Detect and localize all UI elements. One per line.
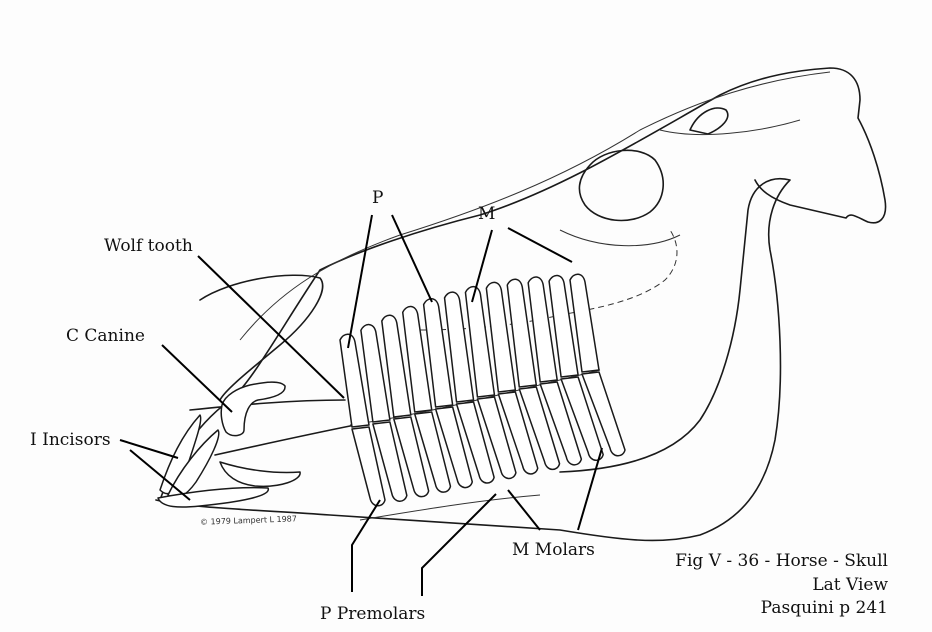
label-molars: M Molars [512,540,595,560]
orbit [578,149,664,222]
leader-premolar-2 [421,493,497,596]
leader-m-upper-1 [471,229,493,303]
incisor-lower-2 [219,461,301,488]
lower-cheek-tooth [455,401,495,484]
cheek-teeth [339,273,626,507]
lower-cheek-tooth [581,371,626,457]
upper-cheek-tooth [360,323,391,423]
skull-outline [159,67,887,501]
leader-premolar-1 [351,499,381,592]
label-upper-molars: M [478,204,496,224]
incisor-lower-1 [157,486,269,508]
caption-view: Lat View [812,575,888,595]
diastema-lower [214,424,356,456]
lower-cheek-tooth [497,391,539,475]
upper-cheek-tooth [443,291,475,403]
upper-cheek-tooth [548,274,579,378]
lacrimal-bump [689,107,729,135]
upper-cheek-tooth [401,305,433,413]
lower-cheek-tooth [518,386,561,471]
zygomatic-line [559,119,801,247]
leader-molar-1 [507,489,541,531]
lower-cheek-tooth [393,416,430,498]
leader-incisor-1 [119,439,179,459]
mandible-inner [359,494,541,521]
leader-p-upper-1 [347,214,373,349]
upper-cheek-tooth [339,333,370,428]
lower-cheek-tooth [476,396,517,480]
upper-cheek-tooth [527,276,558,383]
label-canine: C Canine [66,326,145,346]
leader-incisor-2 [129,449,191,501]
label-premolars: P Premolars [320,604,426,624]
label-upper-premolars: P [372,188,384,208]
caption-source: Pasquini p 241 [760,598,888,618]
upper-cheek-tooth [506,278,538,388]
label-wolf-tooth: Wolf tooth [104,236,193,256]
upper-cheek-tooth [381,314,412,418]
lower-cheek-tooth [560,376,604,462]
diastema-upper [189,399,346,411]
lower-cheek-tooth [434,406,474,489]
caption-title: Fig V - 36 - Horse - Skull [675,551,888,571]
lower-cheek-tooth [413,411,452,493]
leader-canine [161,344,233,413]
mandible [155,178,791,542]
leader-wolf-tooth [197,255,345,399]
leader-p-upper-2 [391,214,433,303]
upper-cheek-tooth [485,281,517,393]
canine-tooth [220,381,286,437]
leader-molar-2 [577,447,603,531]
upper-cheek-tooth [569,273,600,373]
lower-cheek-tooth [372,421,408,502]
lower-cheek-tooth [539,381,583,466]
premaxilla-curve [199,274,324,401]
label-incisors: I Incisors [30,430,111,450]
leader-m-upper-2 [507,227,573,263]
upper-cheek-tooth [422,298,454,408]
lower-cheek-tooth [351,426,386,507]
